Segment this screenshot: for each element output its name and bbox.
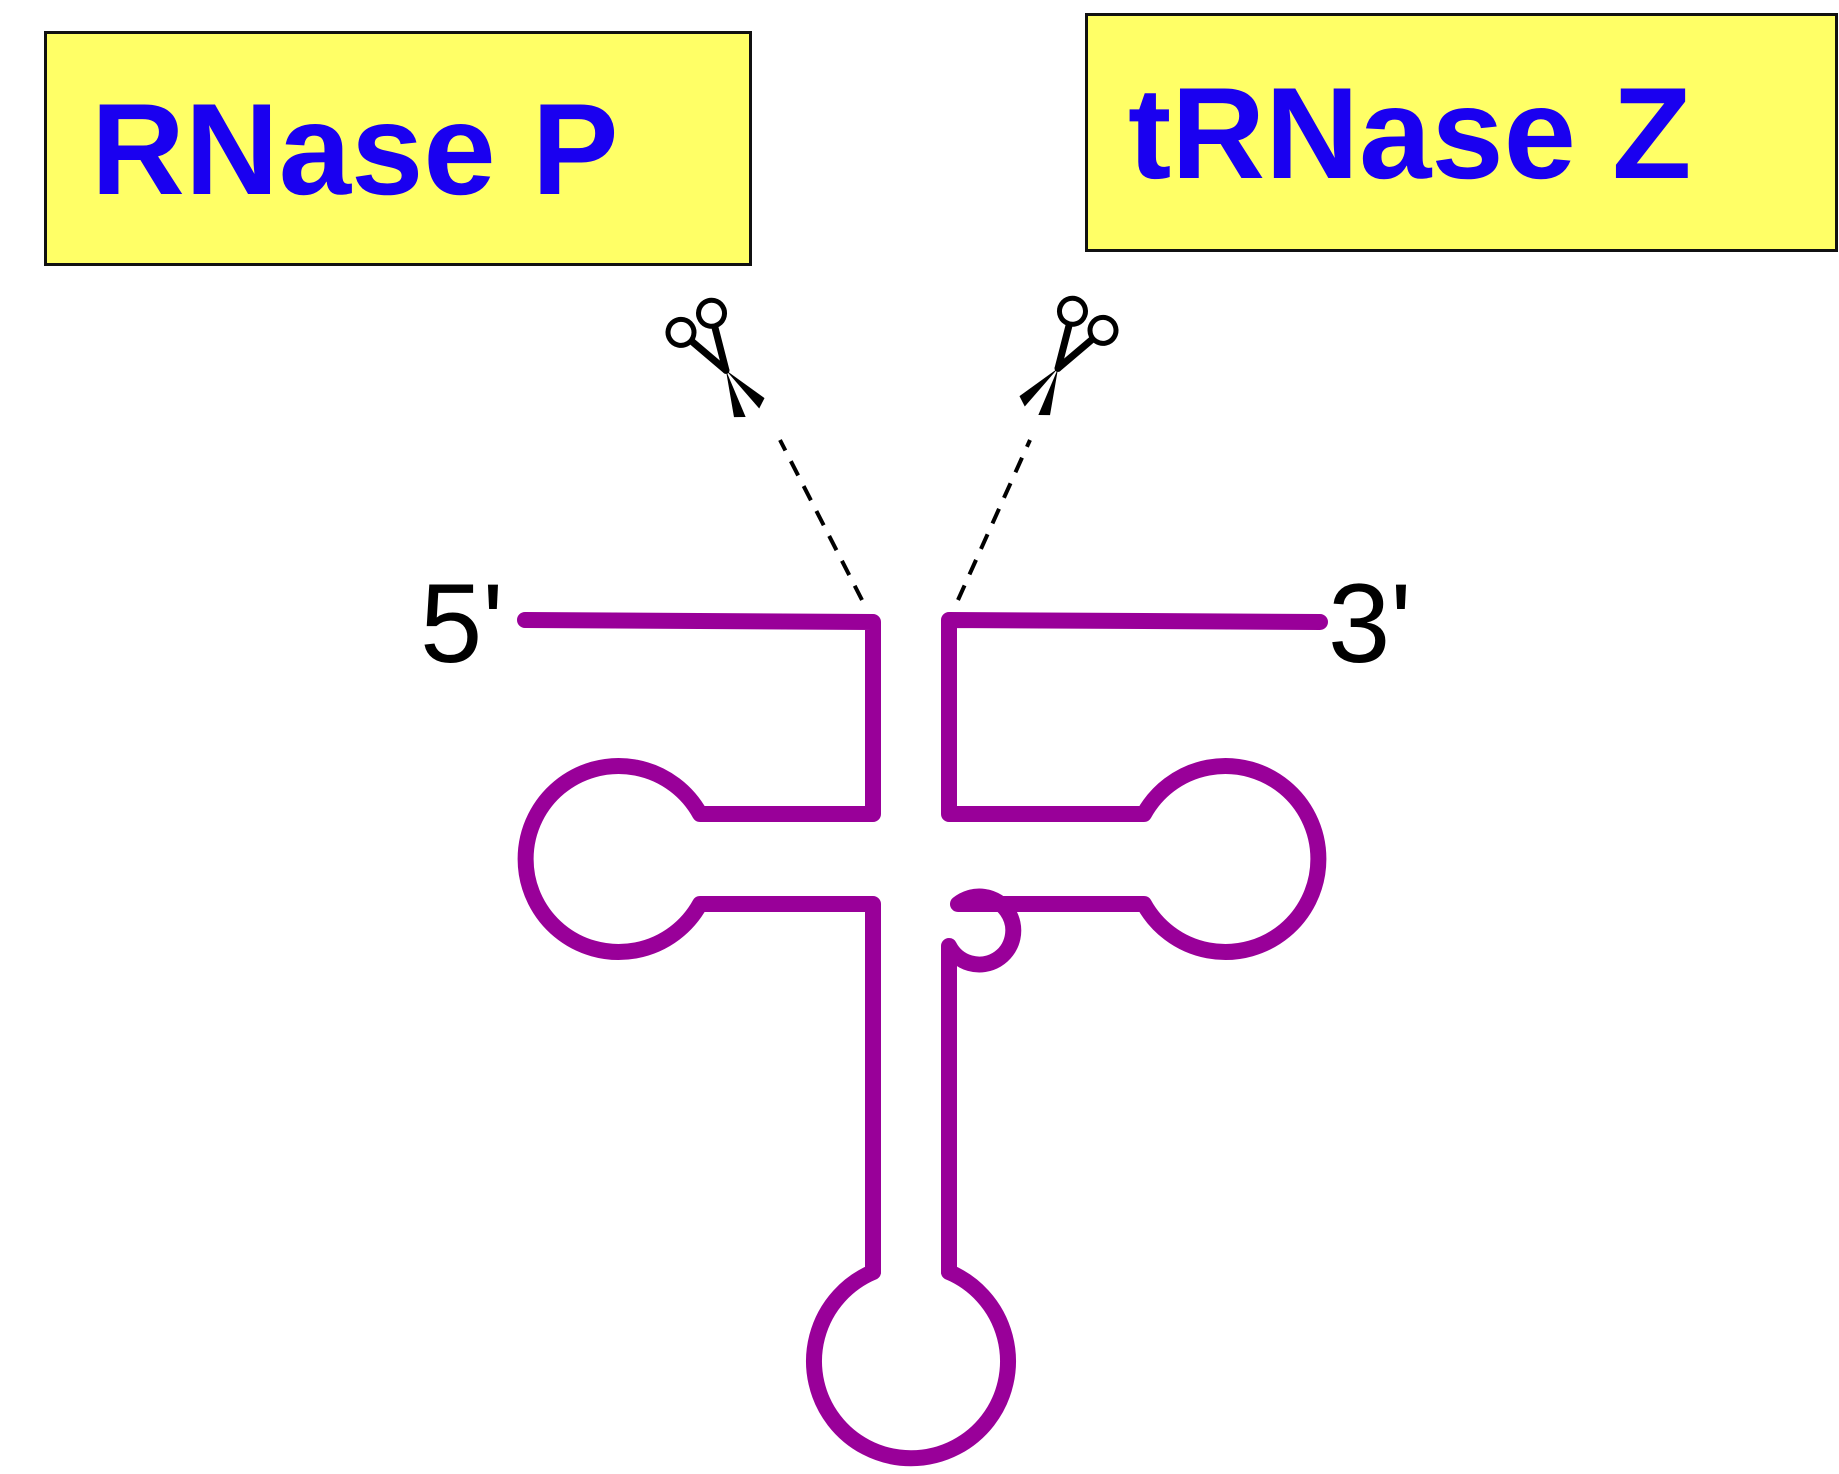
anticodon-loop [806, 1264, 1016, 1467]
trnase-z-cut-pointer [956, 439, 1032, 601]
trnase-z-label-box: tRNase Z [1085, 13, 1838, 252]
five-prime-end-label: 5' [420, 561, 504, 686]
rnase-p-scissors-icon [665, 297, 765, 418]
trna-strand [517, 612, 1328, 1467]
rnase-p-cut-pointer [778, 439, 864, 601]
trnase-z-scissors-icon [1019, 295, 1119, 416]
rnase-p-label-box: RNase P [44, 31, 752, 266]
rnase-p-label: RNase P [91, 75, 619, 222]
five-prime-strand [517, 612, 881, 1280]
three-prime-end-label: 3' [1328, 561, 1412, 686]
trnase-z-label: tRNase Z [1128, 59, 1692, 206]
three-prime-strand [941, 612, 1328, 1280]
